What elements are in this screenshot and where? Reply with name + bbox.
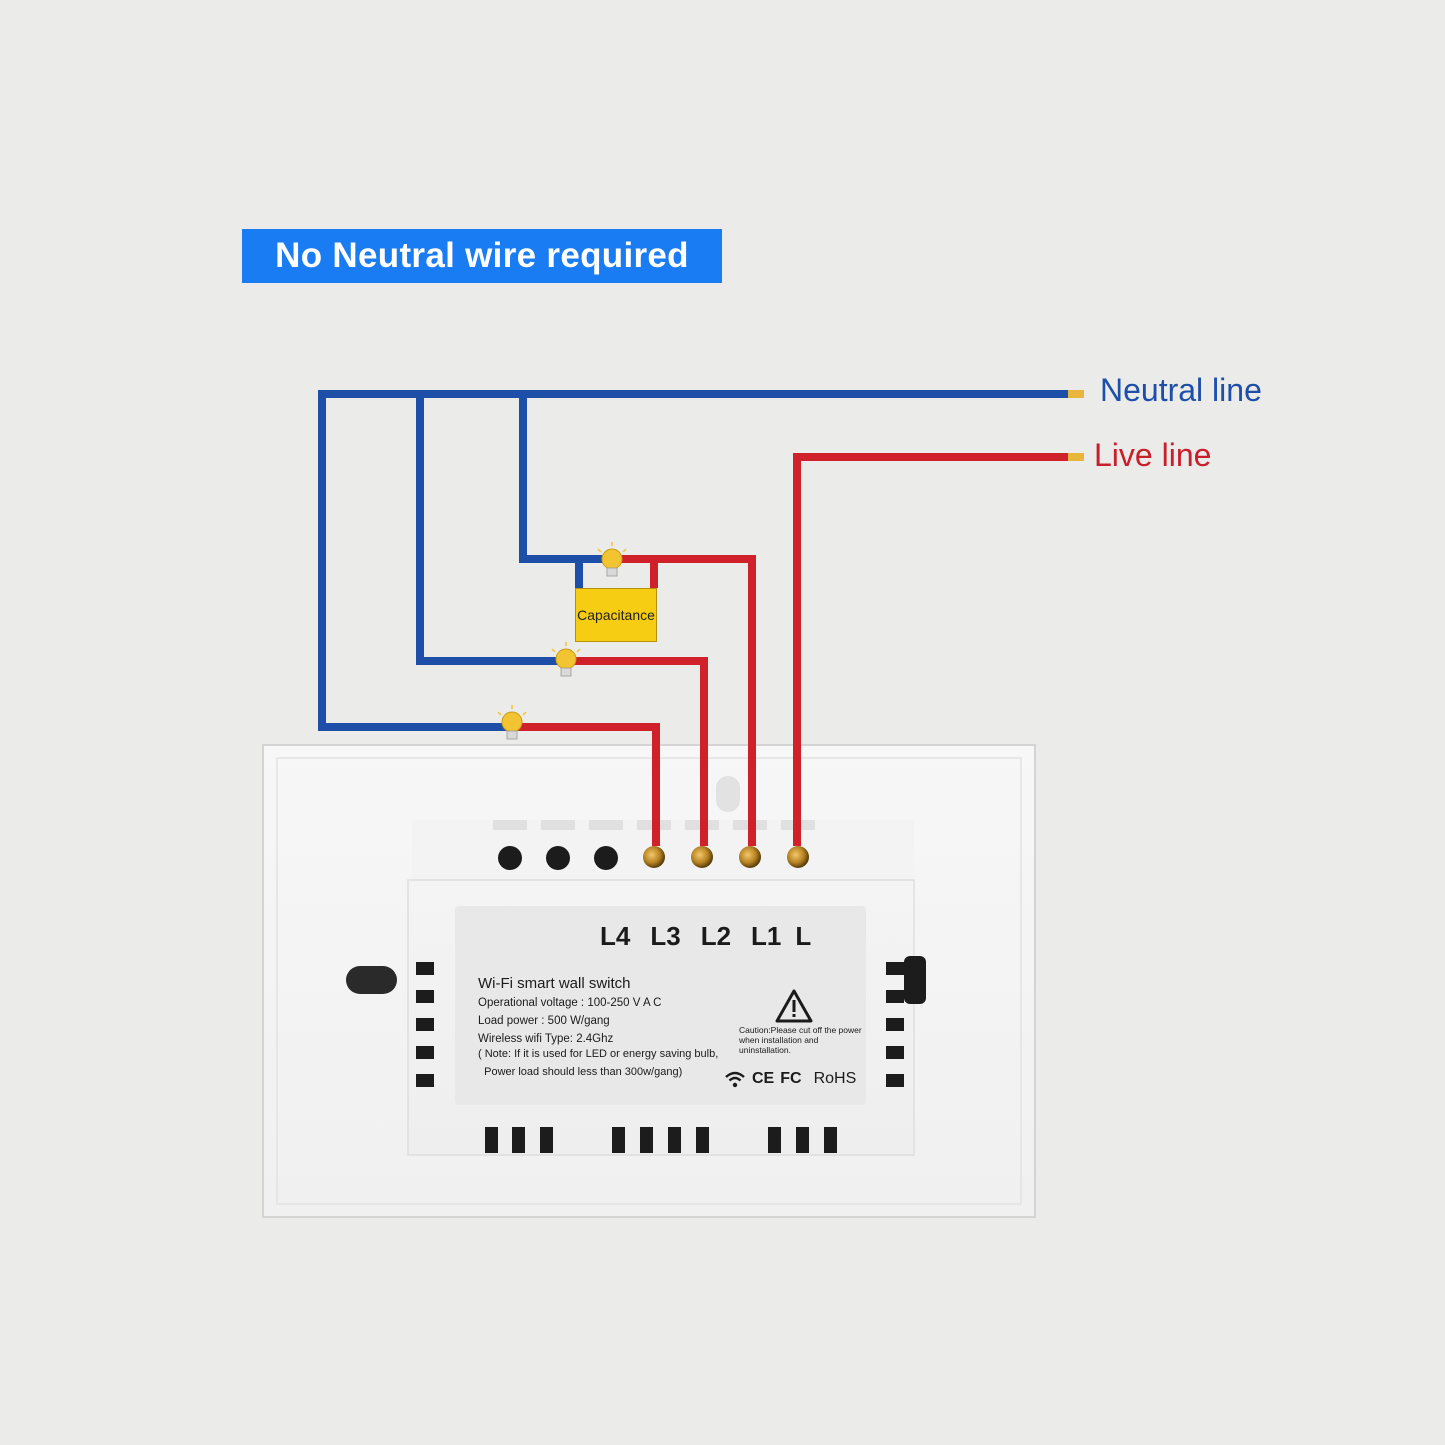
capacitor: Capacitance [575,588,657,642]
warning-triangle-icon [775,989,813,1023]
rohs-mark: RoHS [813,1070,857,1087]
banner-text: No Neutral wire required [275,236,689,275]
terminal-label: L3 [650,921,681,951]
wifi-icon [725,1071,745,1088]
terminal-label: L [795,921,812,951]
spec-line: Operational voltage : 100-250 V A C [478,997,662,1009]
screw-terminals [643,846,809,868]
live-line-label: Live line [1094,437,1212,473]
terminal-labels: L4 L3 L2 L1 L [600,921,831,952]
spec-line: Wireless wifi Type: 2.4Ghz [478,1033,614,1045]
capacitor-label: Capacitance [577,607,655,623]
terminal-label: L1 [751,921,782,951]
certifications: CE FC RoHS [724,1070,856,1088]
spec-title: Wi-Fi smart wall switch [478,975,631,992]
terminal-label: L2 [700,921,732,951]
terminal-label: L4 [600,921,631,951]
title-banner: No Neutral wire required [242,229,722,283]
spec-line: ( Note: If it is used for LED or energy … [478,1048,719,1060]
spec-line: Load power : 500 W/gang [478,1015,610,1027]
spec-line: Power load should less than 300w/gang) [478,1066,683,1078]
fc-mark: FC [780,1070,802,1087]
spec-label [455,906,866,1105]
neutral-line-label: Neutral line [1100,372,1262,408]
caution-text: Caution:Please cut off the power when in… [739,1025,862,1055]
ce-mark: CE [752,1070,775,1087]
